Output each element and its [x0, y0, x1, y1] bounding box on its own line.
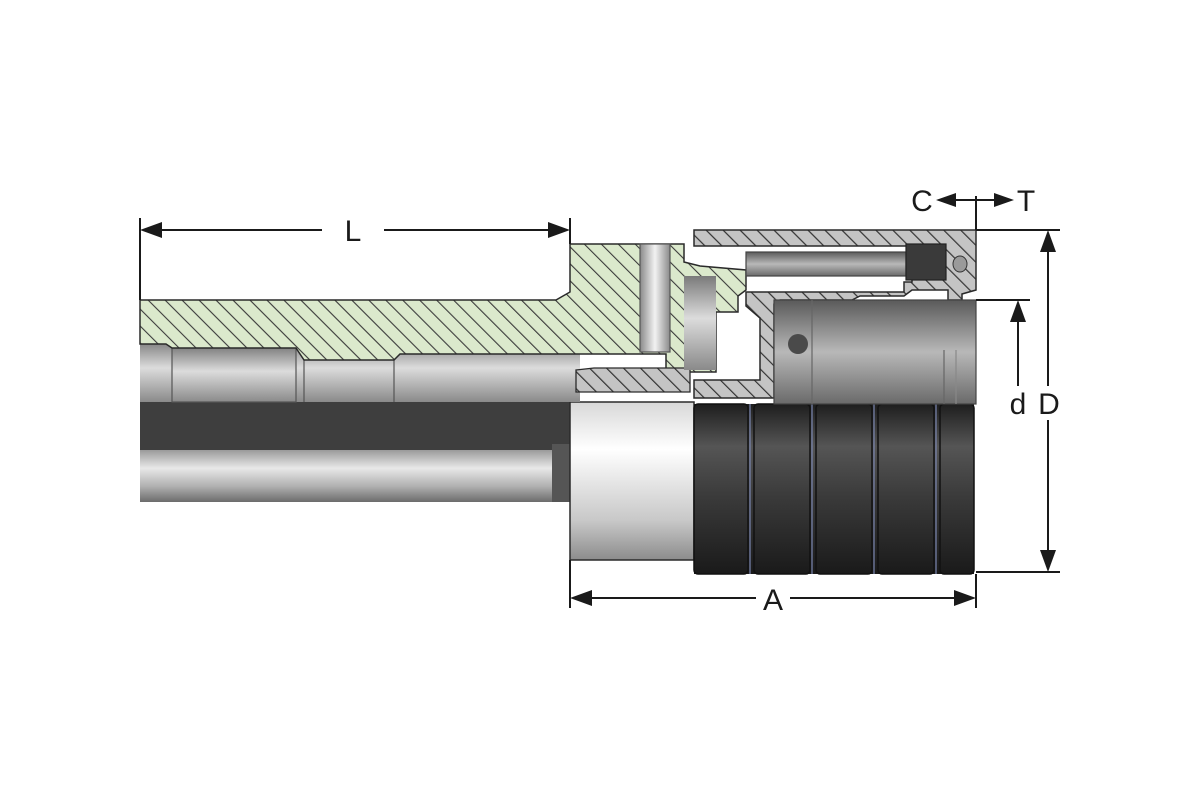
sleeve-bore-face: [684, 276, 716, 370]
dimension-d: d: [976, 299, 1030, 421]
sleeve-section-strip: [575, 367, 691, 393]
internal-channel: [745, 251, 907, 277]
dimension-C-T: C T: [911, 185, 1035, 230]
radial-pin: [639, 243, 671, 353]
label-L: L: [345, 215, 362, 248]
shank-shoulder: [552, 444, 570, 502]
small-ball: [952, 255, 968, 273]
dimension-D: D: [976, 229, 1060, 573]
shank-dark-band: [140, 402, 570, 450]
nut-band-3: [815, 403, 873, 575]
upper-half-section: [139, 229, 977, 405]
label-d: d: [1010, 388, 1027, 421]
label-C: C: [911, 185, 933, 218]
bore-groove: [171, 345, 297, 403]
lower-half-exterior: [140, 401, 975, 575]
shank-lower-surface: [140, 450, 556, 502]
inner-collet: [773, 299, 977, 405]
label-A: A: [763, 584, 783, 617]
nut-band-5: [939, 403, 975, 575]
label-D: D: [1038, 388, 1060, 421]
nut-band-2: [753, 403, 811, 575]
channel-cavity: [905, 243, 947, 281]
label-T: T: [1017, 185, 1035, 218]
nut-band-4: [877, 403, 935, 575]
collet-hole: [788, 334, 808, 354]
dimension-L: L: [139, 215, 571, 300]
sleeve-bright: [569, 401, 695, 561]
nut-band-1: [693, 403, 749, 575]
dimension-A: A: [569, 560, 977, 617]
